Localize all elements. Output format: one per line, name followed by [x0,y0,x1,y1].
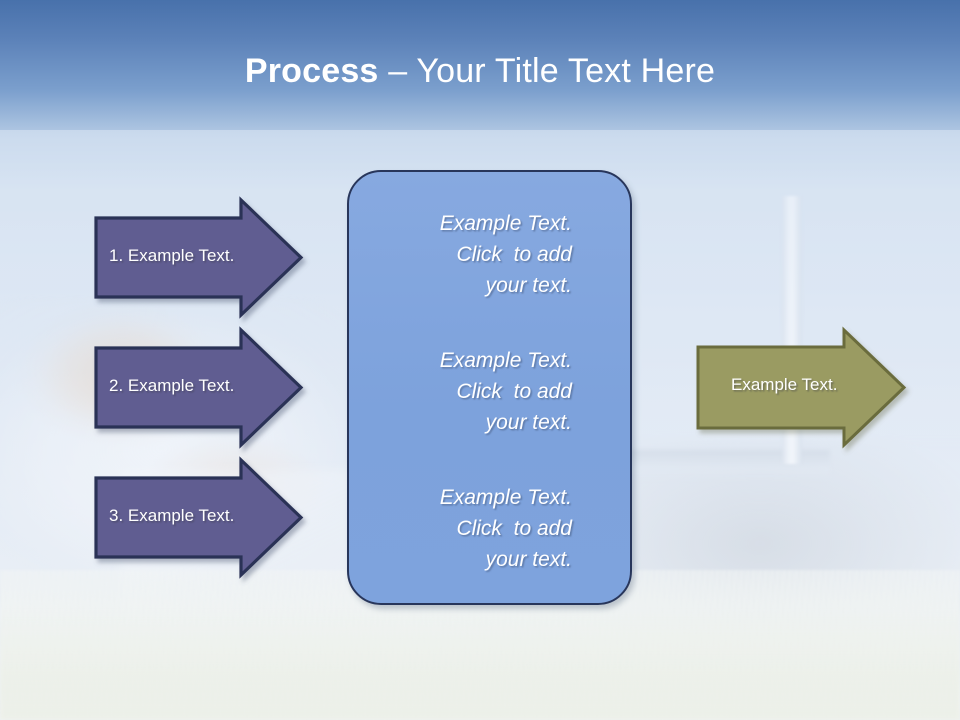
step-arrow-1[interactable]: 1. Example Text. [94,196,304,319]
center-text-panel-content: Example Text. Click to add your text. Ex… [363,208,572,575]
panel-text-block-1-line-1: Example Text. [439,212,572,235]
panel-text-block-2-line-2: Click to add [456,380,572,403]
slide-title-emphasis: Process [244,52,379,90]
panel-text-block-2-line-1: Example Text. [439,349,572,372]
panel-text-block-1-line-3: your text. [485,274,572,297]
step-arrow-3[interactable]: 3. Example Text. [94,456,304,579]
panel-text-block-3-line-3: your text. [485,548,572,571]
panel-text-block-2-line-3: your text. [485,411,572,434]
slide-title-rest: – Your Title Text Here [378,52,716,90]
panel-text-block-2: Example Text. Click to add your text. [363,345,572,438]
panel-text-block-3: Example Text. Click to add your text. [363,482,572,575]
panel-text-block-3-line-2: Click to add [456,517,572,540]
result-arrow[interactable]: Example Text. [696,326,907,449]
panel-text-block-3-line-1: Example Text. [439,486,572,509]
center-text-panel[interactable]: Example Text. Click to add your text. Ex… [347,170,632,605]
slide-title: Process – Your Title Text Here [0,50,960,92]
step-arrow-2[interactable]: 2. Example Text. [94,326,304,449]
panel-text-block-1: Example Text. Click to add your text. [363,208,572,301]
panel-text-block-1-line-2: Click to add [456,243,572,266]
background-grass-tint [0,610,960,720]
